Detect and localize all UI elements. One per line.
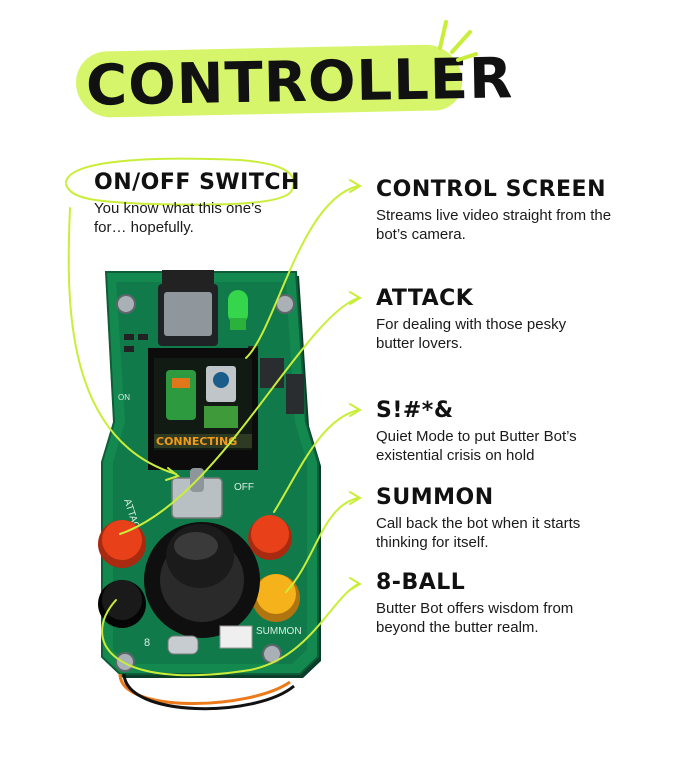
board-label-on: ON [118, 393, 130, 402]
usb-c-port [167, 635, 199, 655]
callout-description: Butter Bot offers wisdom from beyond the… [376, 600, 574, 636]
led-icon [228, 290, 248, 324]
board-label-8: 8 [144, 637, 150, 649]
callout-heading: 8-BALL [376, 570, 466, 595]
callout-description: You know what this one’s for… hopefully. [94, 200, 262, 236]
callout-control-screen: CONTROL SCREEN Streams live video straig… [376, 177, 656, 244]
callout-description: For dealing with those pesky butter love… [376, 316, 567, 352]
callout-description: Quiet Mode to put Butter Bot’s existenti… [376, 428, 577, 464]
silence-button [248, 515, 292, 560]
callout-description: Streams live video straight from the bot… [376, 207, 612, 243]
callout-heading: ON/OFF SWITCH [94, 170, 300, 195]
battery-connector [219, 625, 253, 649]
screen-status-text: CONNECTING [156, 435, 237, 448]
callout-onoff-switch: ON/OFF SWITCH You know what this one’s f… [94, 170, 374, 237]
eightball-button [98, 580, 146, 628]
summon-button [252, 574, 300, 622]
callout-attack: ATTACK For dealing with those pesky butt… [376, 286, 656, 353]
screw-icon [115, 652, 135, 672]
callout-heading: S!#*& [376, 398, 454, 423]
callout-description: Call back the bot when it starts thinkin… [376, 515, 581, 551]
callout-heading: CONTROL SCREEN [376, 177, 606, 202]
board-label-summon: SUMMON [256, 626, 302, 637]
callout-silence: S!#*& Quiet Mode to put Butter Bot’s exi… [376, 398, 656, 465]
callout-summon: SUMMON Call back the bot when it starts … [376, 485, 656, 552]
controller-board: CONNECTING ATTACK OFF ON SUMMON 8 [98, 270, 321, 711]
callout-8-ball: 8-BALL Butter Bot offers wisdom from bey… [376, 570, 656, 637]
screw-icon [116, 294, 136, 314]
callout-heading: ATTACK [376, 286, 474, 311]
callout-heading: SUMMON [376, 485, 494, 510]
spark-icon [438, 20, 478, 62]
joystick [144, 522, 260, 638]
board-label-off: OFF [234, 482, 254, 493]
